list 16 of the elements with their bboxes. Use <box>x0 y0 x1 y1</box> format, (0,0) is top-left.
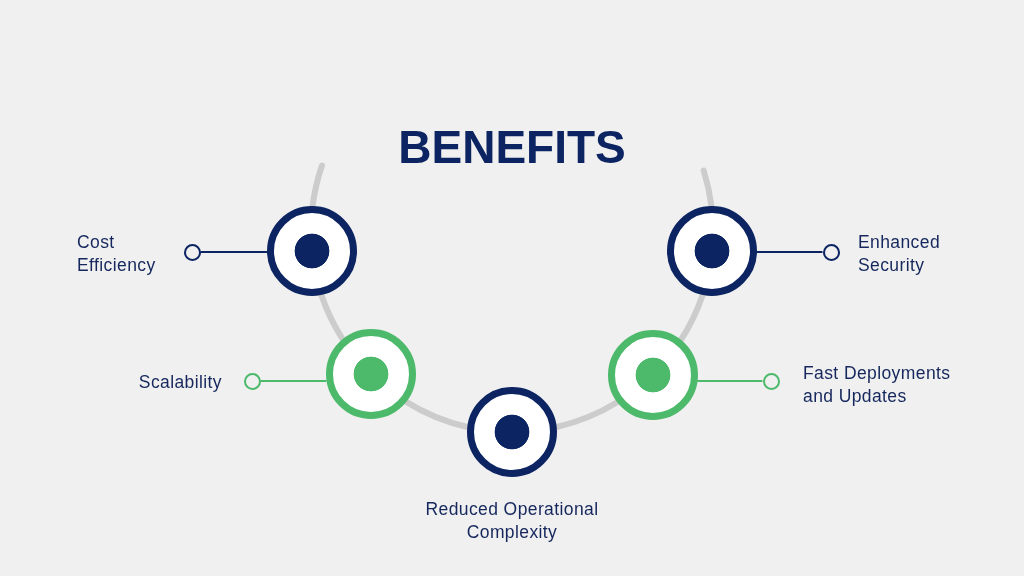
benefit-label: Reduced Operational Complexity <box>425 497 599 544</box>
benefit-label: Scalability <box>137 370 222 394</box>
title: BENEFITS <box>398 124 626 170</box>
leader-line <box>259 380 328 382</box>
benefit-label: Cost Efficiency <box>77 230 157 277</box>
small-ring <box>183 243 201 261</box>
small-ring <box>822 243 840 261</box>
benefit-label: Fast Deployments and Updates <box>803 361 952 408</box>
arc-line <box>678 292 706 343</box>
leader-line <box>199 251 268 253</box>
small-ring <box>243 372 261 390</box>
benefit-label: Enhanced Security <box>858 230 942 277</box>
leader-line <box>756 251 824 253</box>
arc-line <box>318 292 346 343</box>
leader-line <box>696 380 764 382</box>
small-ring <box>762 372 780 390</box>
